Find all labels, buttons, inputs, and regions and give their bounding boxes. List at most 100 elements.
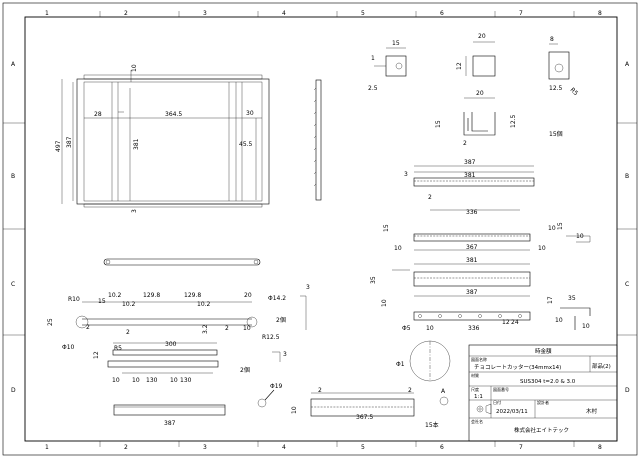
dim-label: 10 — [112, 377, 120, 384]
tb-grade-label: 時金額 — [535, 347, 552, 355]
dim-label: 12 — [502, 319, 510, 326]
dim-label: 497 — [55, 140, 62, 152]
zone-label-right: C — [625, 281, 629, 288]
dim-label: 2 — [408, 387, 412, 394]
zone-label-bottom: 6 — [440, 444, 444, 451]
dim-label: 10 — [381, 299, 388, 307]
dim-label: 10 — [538, 245, 546, 252]
qty-note: 15個 — [549, 130, 563, 138]
dim-label: 15 — [557, 222, 564, 230]
dim-label: 10.2 — [197, 301, 211, 308]
zone-label-bottom: 3 — [203, 444, 207, 451]
rail-2-view: 15 10 367 10 10 15 10 — [383, 222, 591, 252]
dim-label: 381 — [464, 172, 476, 179]
dim-label: 30 — [246, 110, 254, 117]
rail-3-view: 381 35 387 10 — [370, 257, 531, 307]
zone-label-left: B — [11, 173, 15, 180]
zone-markers-side: A B C D A B C D — [3, 61, 637, 394]
dim-label: 367 — [466, 244, 478, 251]
zone-label-top: 8 — [598, 10, 602, 17]
dim-label: 129.8 — [143, 292, 160, 299]
dim-label: 12 — [456, 62, 463, 70]
dim-label: Φ14.2 — [268, 295, 286, 302]
dim-label: 10.2 — [122, 301, 136, 308]
dim-label: 10 — [291, 406, 298, 414]
dim-label: 10 — [576, 233, 584, 240]
dim-label: 28 — [94, 111, 102, 118]
dim-label: 2 — [126, 329, 130, 336]
dim-label: 336 — [466, 209, 478, 216]
zone-label-right: B — [625, 173, 629, 180]
dim-label: 35 — [370, 276, 377, 284]
rod-top-view — [103, 258, 261, 266]
pin-view: Φ19 — [257, 383, 283, 408]
dim-label: 387 — [164, 420, 176, 427]
dim-label: 2 — [225, 325, 229, 332]
zone-markers-top: 1 2 3 4 5 6 7 8 — [45, 10, 602, 17]
clip-view: 17 35 10 10 — [547, 295, 591, 330]
dim-label: 17 — [547, 296, 554, 304]
title-block: 時金額 図面名称 チョコレートカッター(34mmx14) 部品(2) 材質 SU… — [468, 344, 618, 442]
projection-symbol-icon — [476, 403, 492, 415]
dim-label: 15 — [392, 40, 400, 47]
tb-date: 2022/03/11 — [496, 409, 528, 415]
dim-label: 10 — [243, 325, 251, 332]
dim-label: 2 — [86, 324, 90, 331]
dim-label: R10 — [68, 296, 80, 303]
zone-label-top: 2 — [124, 10, 128, 17]
tb-drawn-label: 設計者 — [537, 399, 549, 405]
tb-drawn-by: 木村 — [586, 407, 598, 415]
dim-label: R5 — [114, 345, 122, 352]
dim-label: 2 — [318, 387, 322, 394]
dim-label: 25 — [47, 318, 54, 326]
dim-label: 2 — [428, 194, 432, 201]
tb-company: 株式会社エイトテック — [514, 426, 569, 434]
dim-label: 2個 — [276, 316, 286, 324]
dim-label: 381 — [466, 257, 478, 264]
dim-label: 8 — [550, 36, 554, 43]
dim-label: 12.5 — [549, 85, 563, 92]
channel-view: 20 15 12.5 2 15個 — [435, 90, 563, 147]
tb-material: SUS304 t=2.0 & 3.0 — [520, 379, 576, 385]
zone-label-top: 1 — [45, 10, 49, 17]
dim-label: 10 — [582, 323, 590, 330]
dim-label: 300 — [165, 341, 177, 348]
zone-label-bottom: 4 — [282, 444, 286, 451]
dim-label: 2個 — [240, 366, 250, 374]
dim-label: 3.2 — [202, 324, 209, 334]
blade-view: 2 2 10 367.5 15本 — [291, 387, 439, 429]
zone-label-top: 4 — [282, 10, 286, 17]
tb-scale-label: 尺度 — [471, 386, 479, 392]
dim-label: 10 — [548, 225, 556, 232]
dim-label: 387 — [66, 136, 73, 148]
dim-label: 3 — [131, 209, 138, 213]
zone-markers-bottom: 1 2 3 4 5 6 7 8 — [45, 441, 602, 451]
dim-label: 381 — [133, 138, 140, 150]
dim-label: 20 — [244, 292, 252, 299]
tb-part-no: 部品(2) — [592, 362, 611, 370]
zone-label-bottom: 7 — [519, 444, 523, 451]
dim-label: Φ10 — [62, 344, 75, 351]
zone-label-bottom: 5 — [361, 444, 365, 451]
bracket-a-view: 15 1 2.5 — [368, 40, 407, 92]
dim-label: 15 — [383, 224, 390, 232]
zone-label-bottom: 8 — [598, 444, 602, 451]
dim-label: 387 — [464, 159, 476, 166]
dim-label: Φ19 — [270, 383, 283, 390]
dim-label: 10 — [394, 245, 402, 252]
tb-drawno-label: 図面番号 — [493, 386, 509, 392]
dim-label: 20 — [476, 90, 484, 97]
dim-label: 129.8 — [184, 292, 201, 299]
dim-label: 24 — [511, 319, 519, 326]
dim-label: 12.5 — [510, 114, 517, 128]
tb-name-label: 図面名称 — [471, 356, 487, 362]
dim-label: 3 — [306, 284, 310, 291]
dim-label: 364.5 — [165, 111, 182, 118]
zone-label-bottom: 1 — [45, 444, 49, 451]
comb-part-view — [313, 79, 322, 201]
dim-label: 10 — [426, 325, 434, 332]
tb-date-label: 日付 — [493, 399, 501, 405]
dim-label: 10 — [170, 377, 178, 384]
